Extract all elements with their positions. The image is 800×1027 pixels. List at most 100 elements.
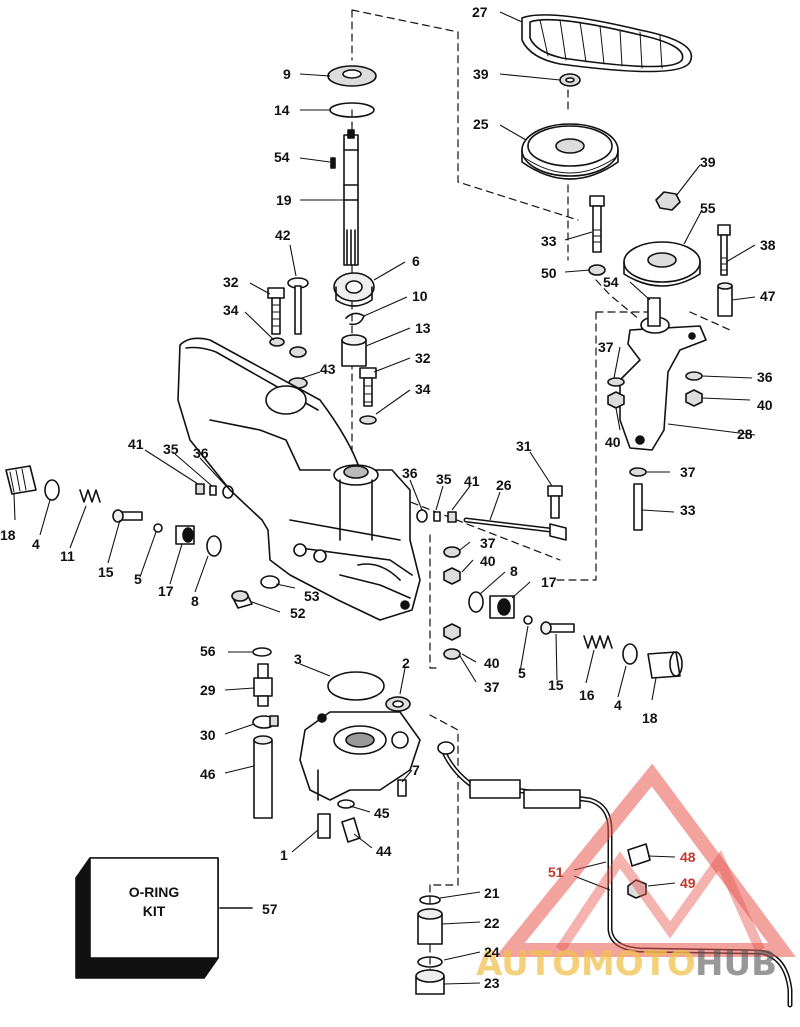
callout-50: 50 <box>541 265 557 281</box>
clamp-30 <box>252 715 279 729</box>
seal-9 <box>327 65 377 87</box>
callout-53: 53 <box>304 588 320 604</box>
callout-54: 54 <box>603 274 619 290</box>
ball-5a <box>153 523 163 533</box>
plug-52 <box>231 590 253 609</box>
callout-37: 37 <box>598 339 614 355</box>
pin-15a <box>112 509 143 523</box>
callout-40: 40 <box>757 397 773 413</box>
callout-17: 17 <box>158 583 174 599</box>
o-ring-21 <box>419 895 441 905</box>
callout-49: 49 <box>680 875 696 891</box>
callout-38: 38 <box>760 237 776 253</box>
fitting-18b <box>647 651 683 679</box>
callout-32: 32 <box>415 350 431 366</box>
callout-33: 33 <box>680 502 696 518</box>
callout-52: 52 <box>290 605 306 621</box>
callout-37: 37 <box>484 679 500 695</box>
hose-46 <box>253 735 273 819</box>
callout-8: 8 <box>510 563 518 579</box>
callout-1: 1 <box>280 847 288 863</box>
callout-34: 34 <box>223 302 239 318</box>
pin-47 <box>717 282 733 317</box>
leader-lines <box>13 11 756 985</box>
callout-21: 21 <box>484 885 500 901</box>
nut-39b <box>655 191 681 211</box>
callout-56: 56 <box>200 643 216 659</box>
callout-10: 10 <box>412 288 428 304</box>
callout-54: 54 <box>274 149 290 165</box>
plug-23 <box>415 969 445 995</box>
callout-19: 19 <box>276 192 292 208</box>
o-ring-3 <box>327 671 385 701</box>
callout-29: 29 <box>200 682 216 698</box>
sleeve-22 <box>417 908 443 945</box>
callout-5: 5 <box>518 665 526 681</box>
callout-4: 4 <box>32 536 40 552</box>
callout-37: 37 <box>680 464 696 480</box>
callout-55: 55 <box>700 200 716 216</box>
fitting-29 <box>253 663 273 707</box>
bolt-38 <box>717 224 731 276</box>
ball-5b <box>523 615 533 625</box>
bracket-28 <box>619 297 707 451</box>
callout-17: 17 <box>541 574 557 590</box>
callout-4: 4 <box>614 697 622 713</box>
callout-33: 33 <box>541 233 557 249</box>
callout-2: 2 <box>402 655 410 671</box>
callout-34: 34 <box>415 381 431 397</box>
tube-51 <box>437 741 793 1008</box>
callout-57: 57 <box>262 901 278 917</box>
callout-39: 39 <box>473 66 489 82</box>
nut-39a <box>559 73 581 87</box>
callout-26: 26 <box>496 477 512 493</box>
callout-31: 31 <box>516 438 532 454</box>
callout-47: 47 <box>760 288 776 304</box>
bushing-13 <box>341 334 367 367</box>
callout-23: 23 <box>484 975 500 991</box>
callout-44: 44 <box>376 843 392 859</box>
callout-36: 36 <box>193 445 209 461</box>
callout-36: 36 <box>402 465 418 481</box>
callout-15: 15 <box>98 564 114 580</box>
callout-11: 11 <box>60 548 75 564</box>
callout-46: 46 <box>200 766 216 782</box>
o-ring-8a <box>206 535 222 557</box>
callout-43: 43 <box>320 361 336 377</box>
gearcase-housing <box>177 337 421 621</box>
pulley-55 <box>623 241 701 287</box>
o-ring-53 <box>260 575 280 589</box>
callout-7: 7 <box>412 762 420 778</box>
callout-35: 35 <box>436 471 452 487</box>
fittings-48-49 <box>627 843 651 899</box>
o-ring-4a <box>44 479 60 501</box>
callout-51: 51 <box>548 864 564 880</box>
pulley-25 <box>521 123 619 180</box>
spring-16 <box>583 635 613 649</box>
watermark-text-secondary: HUB <box>695 944 777 984</box>
callout-18: 18 <box>642 710 658 726</box>
callout-48: 48 <box>680 849 696 865</box>
o-ring-8b <box>468 591 484 613</box>
callout-35: 35 <box>163 441 179 457</box>
kit-label-line2: KIT <box>143 903 166 919</box>
watermark-logo <box>495 763 796 957</box>
callout-8: 8 <box>191 593 199 609</box>
hardware-37-40 <box>443 546 461 660</box>
o-ring-56 <box>252 647 272 657</box>
bracket-hardware <box>607 371 703 531</box>
o-ring-kit-box <box>75 857 253 979</box>
driveshaft-19 <box>343 129 359 266</box>
callout-32: 32 <box>223 274 239 290</box>
callout-22: 22 <box>484 915 500 931</box>
o-ring-24 <box>417 956 443 968</box>
fitting-18a <box>5 465 37 495</box>
valve-17b <box>489 595 515 619</box>
callout-25: 25 <box>473 116 489 132</box>
bolt-32b <box>359 367 377 407</box>
small-hardware-left <box>195 483 457 523</box>
callout-30: 30 <box>200 727 216 743</box>
callout-45: 45 <box>374 805 390 821</box>
bolt-32a <box>267 287 285 335</box>
callout-14: 14 <box>274 102 290 118</box>
